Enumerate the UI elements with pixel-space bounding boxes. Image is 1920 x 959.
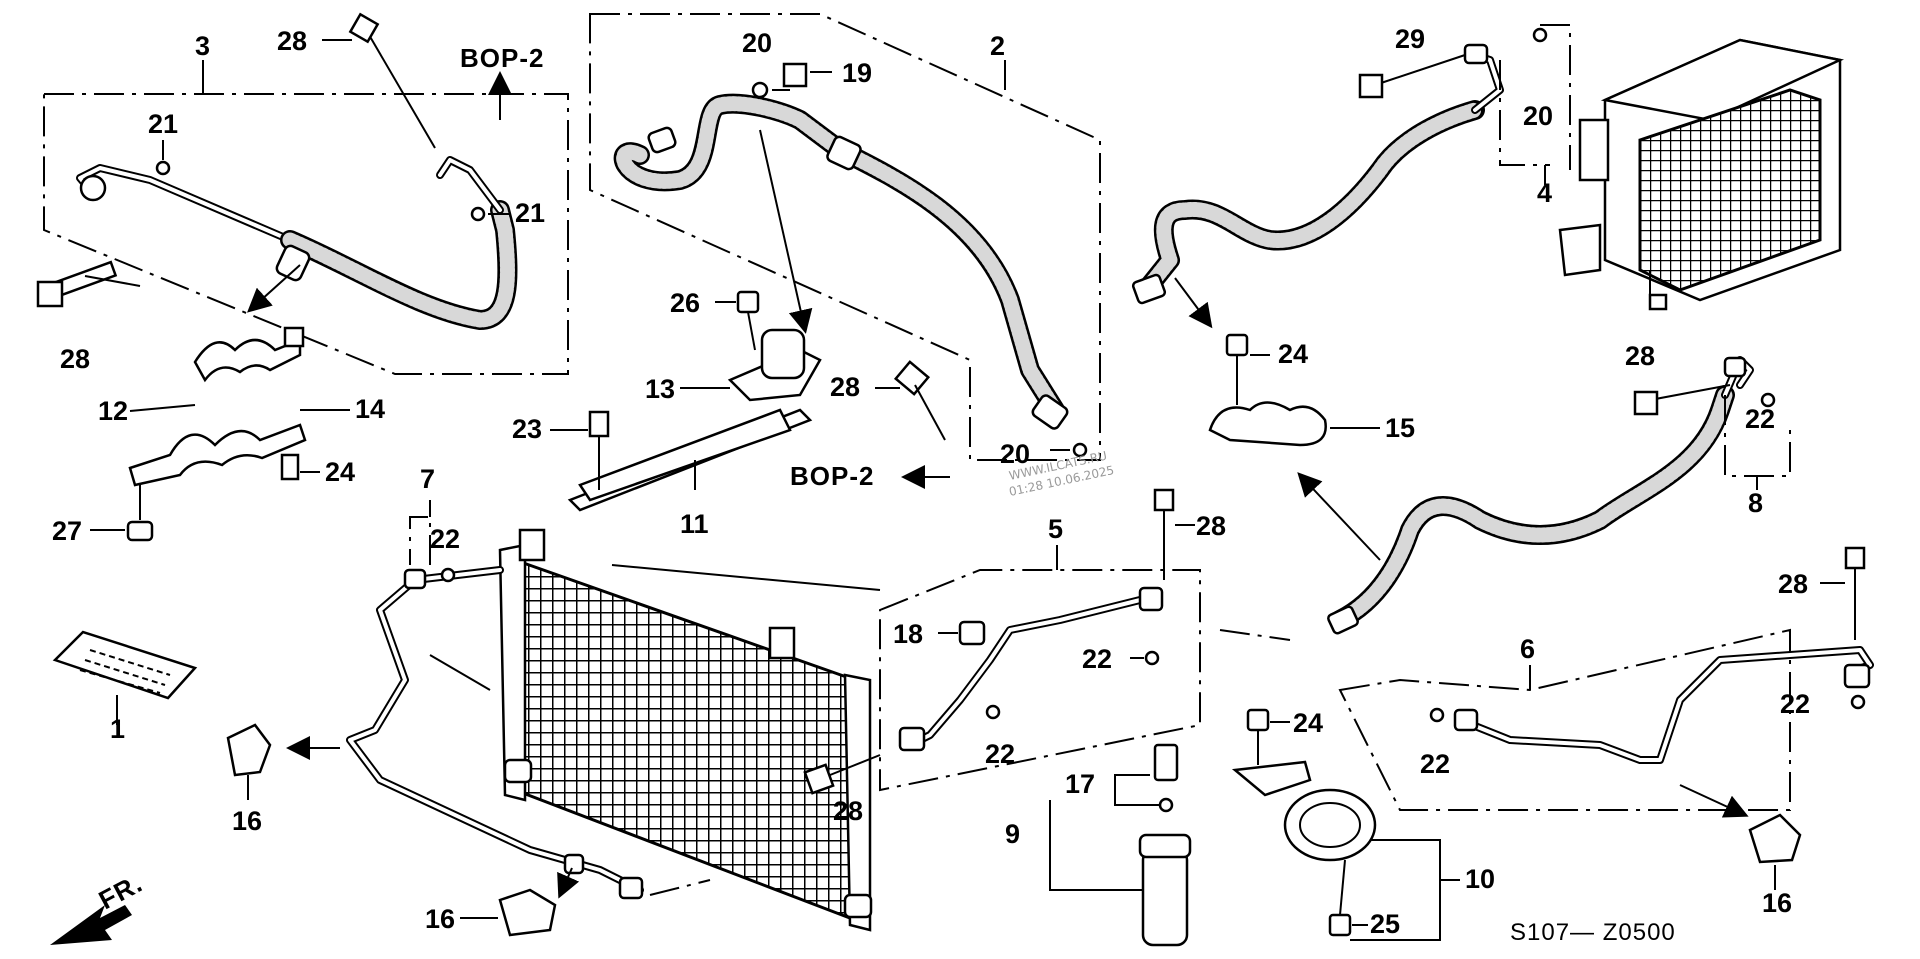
callout-28-g5: 28: [1196, 511, 1226, 541]
bop-2-label-upper: BOP-2: [460, 43, 544, 73]
callout-22-g5-lower: 22: [985, 739, 1015, 769]
clip-16-left: [226, 723, 272, 800]
group-6-pipe: [1338, 546, 1874, 818]
diagram-code: S107— Z0500: [1510, 919, 1676, 946]
callout-22-g6-right: 22: [1780, 689, 1810, 719]
callout-2: 2: [990, 31, 1005, 61]
bracket-15: [1208, 333, 1380, 447]
callout-15: 15: [1385, 413, 1415, 443]
callout-20-right: 20: [1523, 101, 1553, 131]
front-orientation-indicator: FR.: [50, 868, 147, 945]
callout-23: 23: [512, 414, 542, 444]
callout-28-g6: 28: [1778, 569, 1808, 599]
callout-22-condenser: 22: [430, 524, 460, 554]
group-5-pipe: [803, 488, 1201, 795]
callout-22-g6-left: 22: [1420, 749, 1450, 779]
callout-22-g5-upper: 22: [1082, 644, 1112, 674]
callout-24-right: 24: [1278, 339, 1308, 369]
evaporator-unit: [1558, 38, 1845, 311]
callout-5: 5: [1048, 514, 1063, 544]
callout-28-left: 28: [60, 344, 90, 374]
callout-21-left: 21: [148, 109, 178, 139]
callout-19: 19: [842, 58, 872, 88]
callout-9: 9: [1005, 819, 1020, 849]
callout-24-lower: 24: [1293, 708, 1323, 738]
group-3-discharge-hose: [36, 12, 569, 375]
group-4-pipe: [1131, 24, 1571, 329]
callout-25: 25: [1370, 909, 1400, 939]
callout-13: 13: [645, 374, 675, 404]
clamp-assembly-12-14: [90, 326, 350, 542]
callout-21-right: 21: [515, 198, 545, 228]
callout-17: 17: [1065, 769, 1095, 799]
callout-20-top: 20: [742, 28, 772, 58]
group-7-pipe: [286, 500, 711, 900]
callout-28-g8: 28: [1625, 341, 1655, 371]
receiver-dryer-9: [1049, 743, 1192, 947]
callout-11: 11: [680, 509, 709, 539]
callout-29: 29: [1395, 24, 1425, 54]
clip-16-right: [1748, 813, 1802, 890]
bracket-11: [550, 360, 946, 512]
callout-20-mid: 20: [1000, 439, 1030, 469]
group-8-pipe: [1219, 356, 1791, 641]
bop-2-label-lower: BOP-2: [790, 461, 874, 491]
callout-26: 26: [670, 288, 700, 318]
callout-16-bottom: 16: [425, 904, 455, 934]
callout-28-condenser: 28: [833, 796, 863, 826]
bop-2-reference-lower: BOP-2: [790, 461, 950, 491]
callout-labels: 1 2 3 4 5 6 7 8 9 10 11 12 13 14 15 16 1…: [52, 24, 1810, 939]
label-plate-1: [52, 630, 198, 725]
callout-16-left: 16: [232, 806, 262, 836]
callout-16-right: 16: [1762, 888, 1792, 918]
callout-12: 12: [98, 396, 128, 426]
callout-6: 6: [1520, 634, 1535, 664]
callout-1: 1: [110, 714, 125, 744]
callout-22-g8: 22: [1745, 404, 1775, 434]
clip-16-bottom: [460, 888, 557, 937]
callout-24-left: 24: [325, 457, 355, 487]
callout-28-top: 28: [277, 26, 307, 56]
callout-4: 4: [1537, 178, 1552, 208]
bracket-13: [680, 290, 822, 402]
group-2-suction-hose: [589, 13, 1101, 461]
bracket-10: [1231, 708, 1460, 941]
callout-10: 10: [1465, 864, 1495, 894]
bop-2-reference-upper: BOP-2: [460, 43, 544, 120]
callout-8: 8: [1748, 488, 1763, 518]
condenser: [429, 528, 881, 932]
callout-7: 7: [420, 464, 435, 494]
callout-14: 14: [355, 394, 385, 424]
callout-18: 18: [893, 619, 923, 649]
callout-28-center: 28: [830, 372, 860, 402]
callout-27: 27: [52, 516, 82, 546]
callout-3: 3: [195, 31, 210, 61]
